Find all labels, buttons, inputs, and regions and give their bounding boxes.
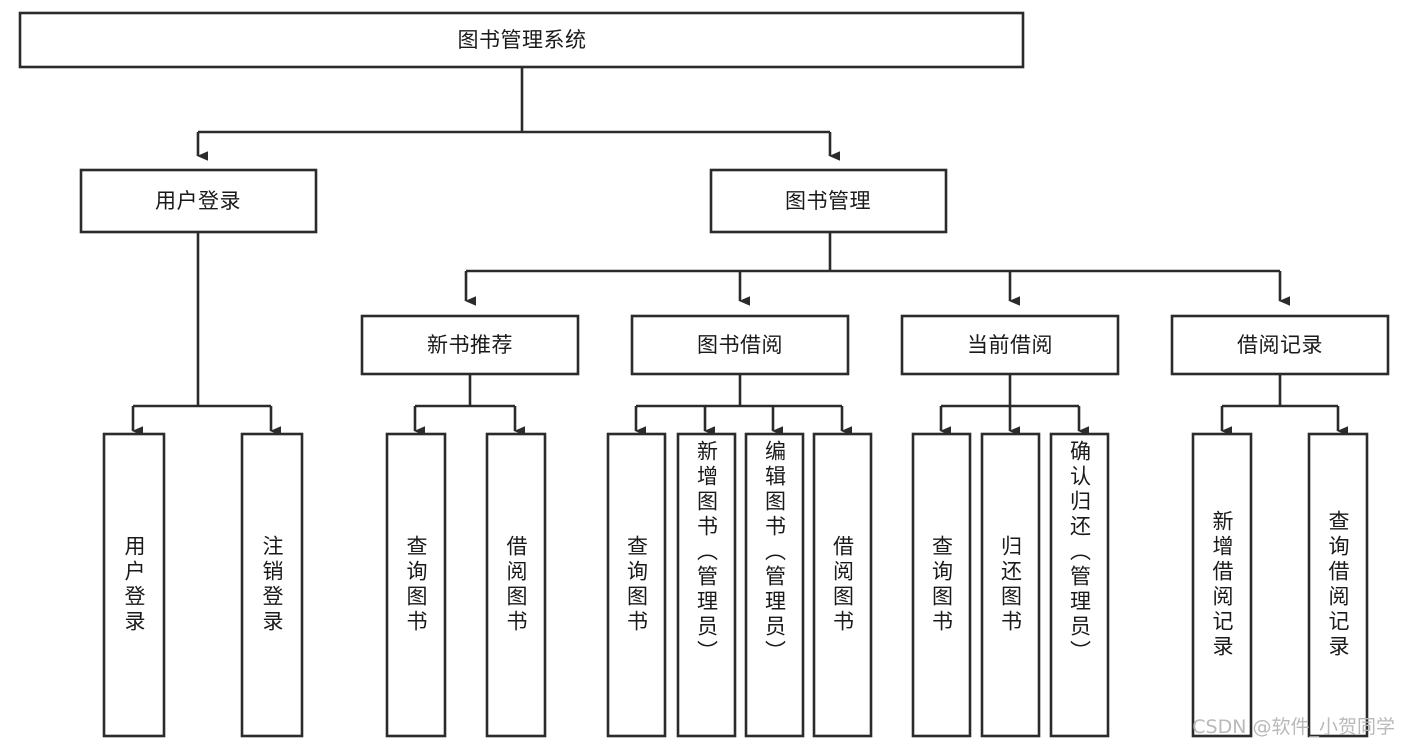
leaf-box-bb-query[interactable] xyxy=(606,432,667,738)
node-new-book-rec[interactable]: 新书推荐 xyxy=(360,314,580,376)
node-user-login-label: 用户登录 xyxy=(155,189,241,213)
leaf-box-cb-confirm[interactable] xyxy=(1049,432,1110,738)
leaf-box-user-login[interactable] xyxy=(102,432,166,738)
leaf-box-nb-borrow[interactable] xyxy=(485,432,547,738)
node-root-box[interactable] xyxy=(18,11,1025,69)
node-new-book-rec-label: 新书推荐 xyxy=(427,333,513,357)
node-root[interactable]: 图书管理系统 xyxy=(18,11,1025,69)
connectors-new-book-rec-to-leaves xyxy=(413,374,525,436)
leaf-box-br-query[interactable] xyxy=(1307,432,1369,738)
leaf-box-user-logout[interactable] xyxy=(240,432,304,738)
node-new-book-rec-box[interactable] xyxy=(360,314,580,376)
connectors-root-to-level2 xyxy=(196,67,840,161)
node-borrow-record-label: 借阅记录 xyxy=(1237,333,1323,357)
leaf-box-br-add[interactable] xyxy=(1191,432,1253,738)
node-current-borrow-label: 当前借阅 xyxy=(967,333,1053,357)
node-user-login[interactable]: 用户登录 xyxy=(79,168,318,234)
node-root-label: 图书管理系统 xyxy=(458,28,587,52)
connectors-user-login-to-leaves xyxy=(131,232,281,436)
leaf-box-bb-add[interactable] xyxy=(676,432,737,738)
node-book-borrow-box[interactable] xyxy=(630,314,850,376)
node-book-manage-box[interactable] xyxy=(709,168,948,234)
node-current-borrow-box[interactable] xyxy=(900,314,1120,376)
connectors-book-borrow-to-leaves xyxy=(634,374,852,436)
leaf-box-bb-borrow[interactable] xyxy=(812,432,873,738)
connectors-current-borrow-to-leaves xyxy=(939,374,1089,436)
node-book-manage[interactable]: 图书管理 xyxy=(709,168,948,234)
node-user-login-box[interactable] xyxy=(79,168,318,234)
connectors-borrow-record-to-leaves xyxy=(1220,374,1348,436)
node-book-borrow-label: 图书借阅 xyxy=(697,333,783,357)
leaf-box-cb-query[interactable] xyxy=(911,432,972,738)
node-borrow-record[interactable]: 借阅记录 xyxy=(1170,314,1390,376)
connectors-book-manage-to-level3 xyxy=(464,232,1290,306)
leaf-boxes xyxy=(102,432,1369,738)
node-book-manage-label: 图书管理 xyxy=(785,189,871,213)
node-current-borrow[interactable]: 当前借阅 xyxy=(900,314,1120,376)
node-borrow-record-box[interactable] xyxy=(1170,314,1390,376)
leaf-box-nb-query[interactable] xyxy=(385,432,447,738)
node-book-borrow[interactable]: 图书借阅 xyxy=(630,314,850,376)
leaf-box-bb-edit[interactable] xyxy=(744,432,805,738)
leaf-box-cb-return[interactable] xyxy=(980,432,1041,738)
